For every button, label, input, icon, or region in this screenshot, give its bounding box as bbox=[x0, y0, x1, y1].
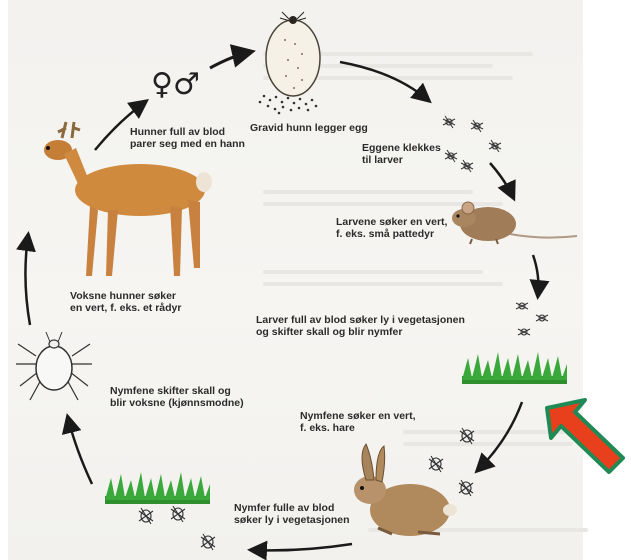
label-nymph-shelter: Nymfer fulle av blod søker ly i vegetasj… bbox=[234, 502, 350, 526]
label-line: Larver full av blod søker ly i vegetasjo… bbox=[256, 314, 465, 326]
label-line: Nymfene søker en vert, bbox=[300, 410, 416, 422]
hare-icon bbox=[348, 440, 458, 540]
male-icon: ♂ bbox=[173, 67, 200, 102]
label-adult-host: Voksne hunner søker en vert, f. eks. et … bbox=[70, 290, 181, 314]
female-icon: ♀ bbox=[151, 67, 173, 102]
label-line: Nymfene skifter skall og bbox=[110, 385, 244, 397]
label-line: og skifter skall og blir nymfer bbox=[256, 326, 465, 338]
label-larva-shelter: Larver full av blod søker ly i vegetasjo… bbox=[256, 314, 465, 338]
label-line: søker ly i vegetasjonen bbox=[234, 514, 350, 526]
larva-icon bbox=[512, 298, 557, 343]
arrow-to-nymph-shelter bbox=[252, 544, 352, 550]
label-line: Hunner full av blod bbox=[130, 126, 245, 138]
label-molt: Nymfene skifter skall og blir voksne (kj… bbox=[110, 385, 244, 409]
label-nymph-host: Nymfene søker en vert, f. eks. hare bbox=[300, 410, 416, 434]
adult-tick-icon bbox=[14, 326, 94, 406]
grass-icon bbox=[462, 350, 567, 385]
grass-icon bbox=[105, 470, 210, 505]
nymph-icon bbox=[132, 502, 227, 557]
label-mating: Hunner full av blod parer seg med en han… bbox=[130, 126, 245, 150]
label-line: blir voksne (kjønnsmodne) bbox=[110, 397, 244, 409]
label-line: f. eks. hare bbox=[300, 422, 416, 434]
label-hatch: Eggene klekkes til larver bbox=[362, 142, 441, 166]
arrow-to-hatch bbox=[340, 62, 428, 100]
label-line: Larvene søker en vert, bbox=[336, 216, 447, 228]
label-line: til larver bbox=[362, 154, 441, 166]
gender-symbols: ♀♂ bbox=[151, 70, 200, 100]
label-eggs: Gravid hunn legger egg bbox=[250, 122, 368, 134]
label-line: en vert, f. eks. et rådyr bbox=[70, 302, 181, 314]
arrow-to-adult-tick bbox=[68, 418, 92, 484]
tick-egg-icon bbox=[250, 10, 330, 115]
label-line: parer seg med en hann bbox=[130, 138, 245, 150]
arrow-to-larva-shelter bbox=[533, 255, 538, 295]
mouse-icon bbox=[452, 196, 582, 251]
larva-icon bbox=[437, 112, 507, 172]
label-line: Eggene klekkes bbox=[362, 142, 441, 154]
red-pointer-arrow-icon bbox=[541, 398, 629, 478]
arrow-to-egg bbox=[210, 52, 250, 68]
label-line: Voksne hunner søker bbox=[70, 290, 181, 302]
label-larva-host: Larvene søker en vert, f. eks. små patte… bbox=[336, 216, 447, 240]
label-line: f. eks. små pattedyr bbox=[336, 228, 447, 240]
label-line: Nymfer fulle av blod bbox=[234, 502, 350, 514]
label-line: Gravid hunn legger egg bbox=[250, 122, 368, 134]
